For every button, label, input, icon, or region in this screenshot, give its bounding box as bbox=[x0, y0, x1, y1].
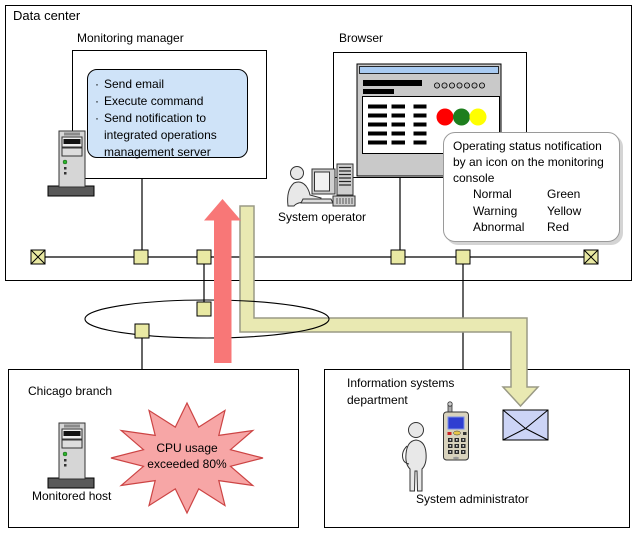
network-node-icon bbox=[455, 249, 471, 265]
person-icon bbox=[402, 422, 427, 492]
network-node-icon bbox=[133, 249, 149, 265]
network-lines bbox=[38, 178, 591, 369]
data-center-label: Data center bbox=[13, 8, 81, 23]
manager-action-text: Execute command bbox=[104, 94, 204, 108]
information-systems-label: Information systems department bbox=[347, 376, 455, 407]
manager-action-item: · Execute command bbox=[95, 93, 243, 110]
status-row: Normal Green bbox=[453, 186, 613, 203]
bullet-icon: · bbox=[95, 77, 99, 91]
status-name: Normal bbox=[473, 187, 512, 201]
network-node-icon bbox=[390, 249, 406, 265]
monitored-host-label: Monitored host bbox=[32, 489, 112, 503]
browser-window-icon bbox=[356, 63, 502, 177]
wan-ring bbox=[84, 299, 330, 339]
status-green-icon bbox=[453, 108, 470, 126]
status-name: Warning bbox=[473, 203, 518, 218]
notification-down-arrow-icon bbox=[239, 205, 540, 408]
information-systems-box bbox=[324, 369, 630, 528]
envelope-icon bbox=[502, 409, 549, 441]
browser-box bbox=[333, 52, 527, 178]
status-intro-text: Operating status notification by an icon… bbox=[453, 139, 604, 185]
network-node-icon bbox=[134, 323, 150, 339]
data-center-box bbox=[5, 5, 632, 281]
status-row: Abnormal Red bbox=[453, 219, 613, 236]
starburst-icon bbox=[110, 401, 264, 515]
monitoring-manager-box bbox=[72, 50, 267, 179]
chicago-branch-label: Chicago branch bbox=[28, 384, 113, 398]
manager-action-item: · Send notification to integrated operat… bbox=[95, 110, 243, 161]
manager-actions-callout: · Send email · Execute command · Send no… bbox=[87, 69, 248, 161]
operating-status-callout: Operating status notification by an icon… bbox=[443, 132, 620, 242]
bullet-icon: · bbox=[95, 111, 99, 125]
manager-action-item: · Send email bbox=[95, 76, 243, 93]
network-node-icon bbox=[196, 249, 212, 265]
cpu-alert-text: CPU usage exceeded 80% bbox=[147, 441, 227, 471]
status-row: Warning Yellow bbox=[453, 203, 613, 220]
status-color: Yellow bbox=[547, 203, 582, 218]
system-operator-label: System operator bbox=[278, 210, 367, 224]
system-administrator-label: System administrator bbox=[416, 492, 529, 506]
alert-up-arrow-icon bbox=[204, 199, 241, 363]
network-node-icon bbox=[196, 301, 212, 317]
chicago-branch-box bbox=[8, 369, 299, 528]
manager-action-text: Send notification to integrated operatio… bbox=[104, 111, 217, 159]
status-name: Abnormal bbox=[473, 220, 525, 234]
status-red-icon bbox=[436, 108, 454, 126]
bullet-icon: · bbox=[95, 94, 99, 108]
operator-at-computer-icon bbox=[287, 163, 356, 207]
monitoring-manager-label: Monitoring manager bbox=[77, 31, 184, 45]
network-terminator-icon bbox=[583, 249, 599, 265]
network-terminator-icon bbox=[30, 249, 46, 265]
status-color: Green bbox=[547, 187, 581, 201]
server-icon bbox=[47, 422, 95, 489]
mobile-phone-icon bbox=[443, 401, 469, 461]
manager-action-text: Send email bbox=[104, 77, 165, 91]
status-color: Red bbox=[547, 220, 570, 234]
browser-label: Browser bbox=[339, 31, 384, 45]
status-yellow-icon bbox=[469, 108, 487, 126]
